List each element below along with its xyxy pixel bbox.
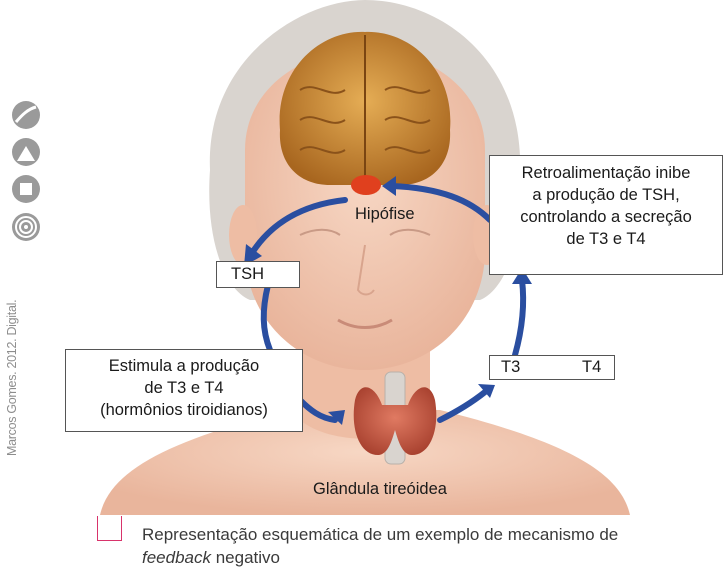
feedback-box: Retroalimentação inibe a produção de TSH… [489, 155, 723, 275]
feedback-line: a produção de TSH, [490, 184, 722, 206]
pituitary-gland [351, 175, 381, 195]
t4-label: T4 [582, 356, 601, 379]
stimulus-line: Estimula a produção [66, 355, 302, 377]
stimulus-line: (hormônios tiroidianos) [66, 399, 302, 421]
feedback-line: Retroalimentação inibe [490, 162, 722, 184]
pituitary-label: Hipófise [355, 205, 415, 224]
t3-label: T3 [501, 356, 520, 379]
tsh-box: TSH [216, 261, 300, 288]
stimulus-line: de T3 e T4 [66, 377, 302, 399]
thyroid-label: Glândula tireóidea [313, 480, 447, 499]
figure-caption: Representação esquemática de um exemplo … [142, 523, 702, 569]
feedback-line: de T3 e T4 [490, 228, 722, 250]
caption-line-1: Representação esquemática de um exemplo … [142, 523, 702, 546]
caption-italic-term: feedback [142, 548, 211, 567]
feedback-line: controlando a secreção [490, 206, 722, 228]
caption-marker [97, 516, 122, 541]
hormones-box: T3 T4 [489, 355, 615, 380]
caption-line-2-rest: negativo [211, 548, 280, 567]
stimulus-box: Estimula a produção de T3 e T4 (hormônio… [65, 349, 303, 432]
tsh-label: TSH [231, 265, 264, 283]
caption-line-2: feedback negativo [142, 546, 702, 569]
